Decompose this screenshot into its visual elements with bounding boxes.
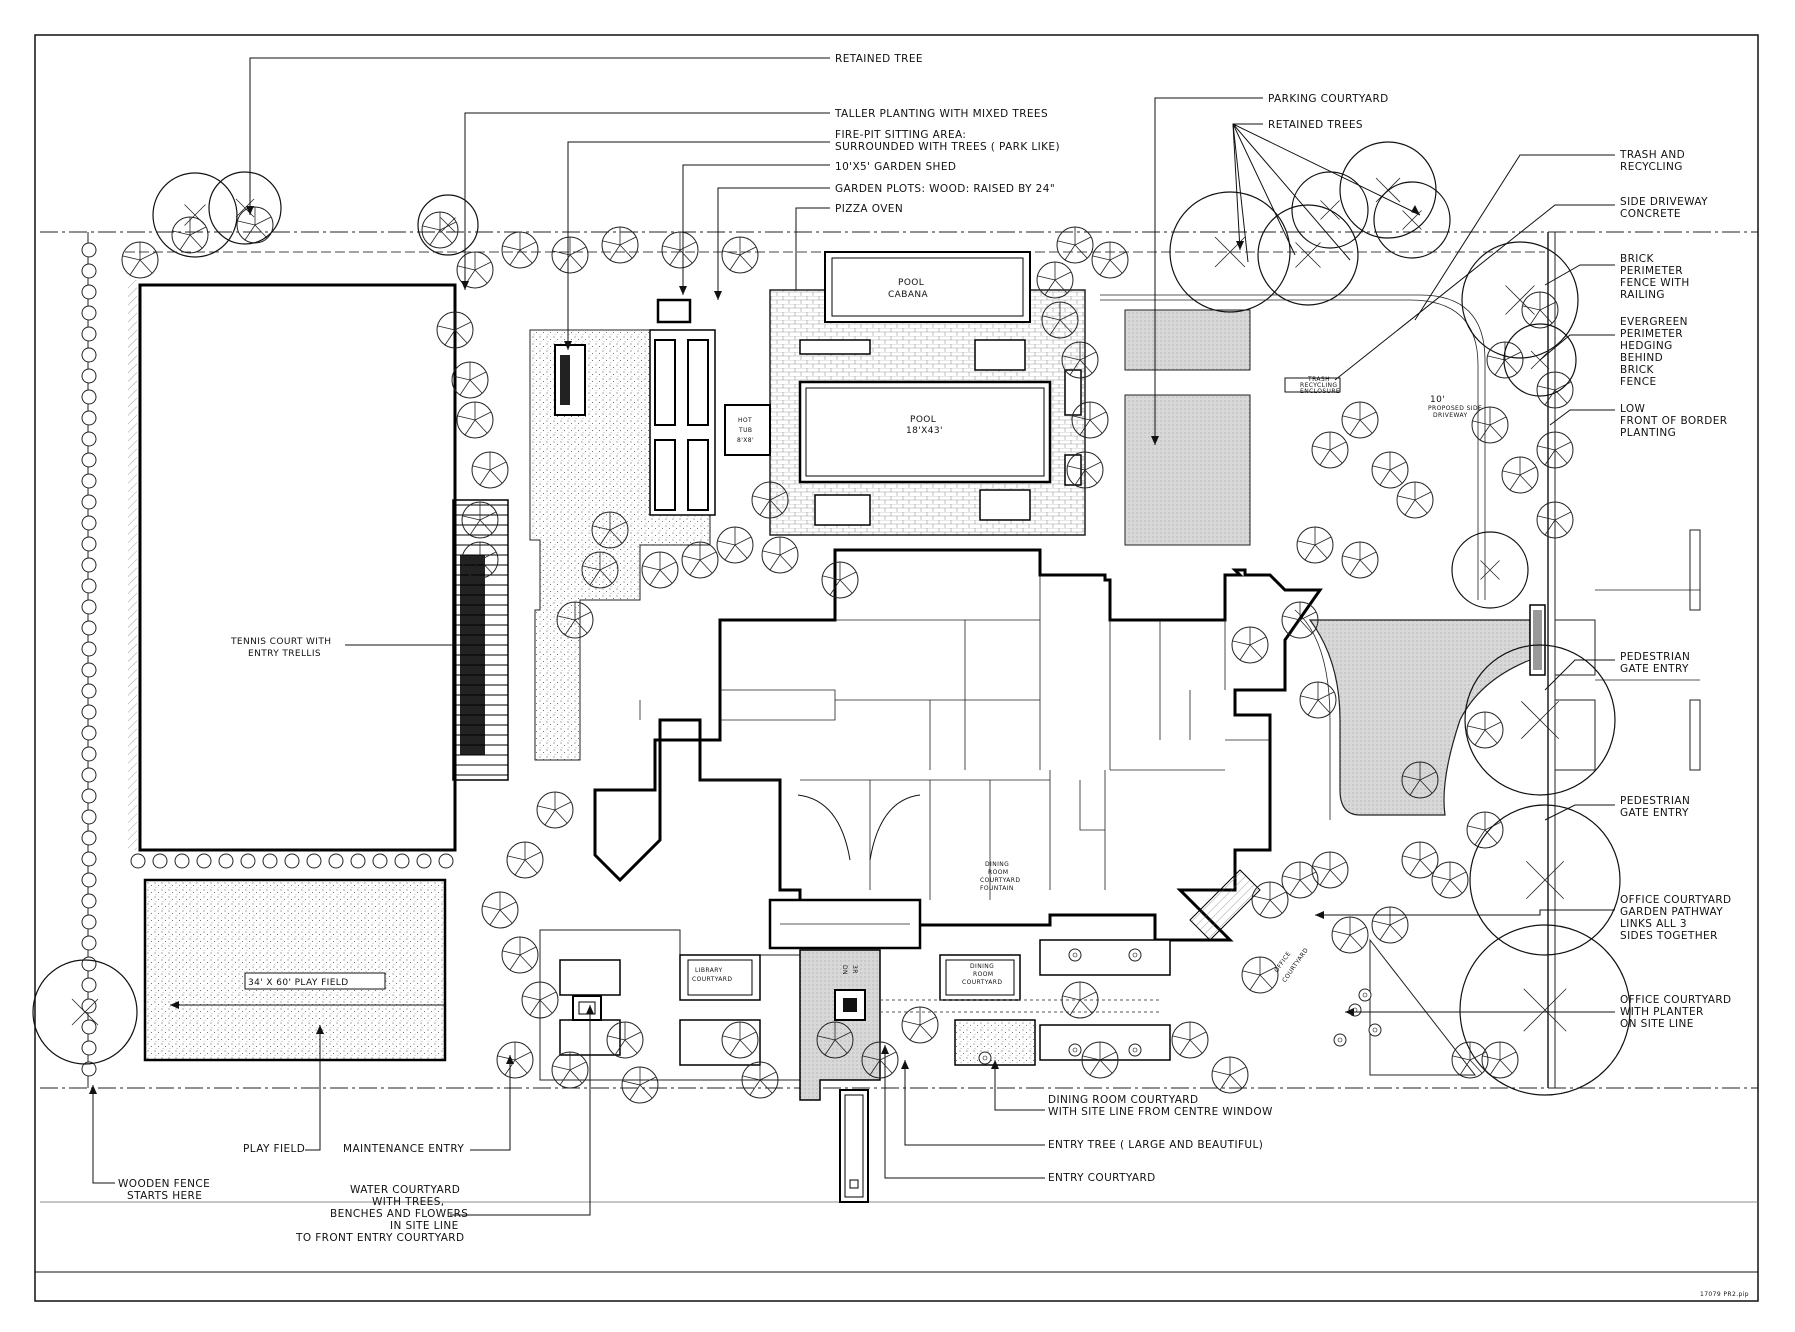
callout-entry-tree: ENTRY TREE ( LARGE AND BEAUTIFUL) [1048, 1139, 1263, 1151]
callout-office-path-4: SIDES TOGETHER [1620, 930, 1718, 942]
callout-dining-courtyard: DINING ROOM COURTYARD [1048, 1094, 1198, 1106]
entry-trellis [452, 499, 509, 781]
callout-office-planter-3: ON SITE LINE [1620, 1018, 1694, 1030]
callout-pizza-oven: PIZZA OVEN [835, 203, 903, 215]
trash-enclosure-label: TRASH [1307, 376, 1330, 383]
callout-trash-2: RECYCLING [1620, 161, 1683, 173]
callout-ped-gate-1-2: GATE ENTRY [1620, 663, 1689, 675]
dining-fountain-label: DINING [985, 861, 1009, 868]
pool-cabana-label: POOL [898, 278, 924, 288]
callout-brick-fence-3: FENCE WITH [1620, 277, 1690, 289]
callout-ped-gate-2-2: GATE ENTRY [1620, 807, 1689, 819]
callout-water-courtyard-3: BENCHES AND FLOWERS [330, 1208, 468, 1220]
garden-plots [649, 291, 809, 516]
callout-maintenance-entry: MAINTENANCE ENTRY [343, 1143, 464, 1155]
hot-tub-dimension: 8'X8' [737, 437, 754, 444]
callout-garden-shed: 10'X5' GARDEN SHED [835, 161, 956, 173]
callout-evergreen-2: PERIMETER [1620, 328, 1683, 340]
tennis-court-label: TENNIS COURT WITH [230, 637, 331, 647]
east-gate-walls [1529, 529, 1701, 771]
callout-fire-pit-2: SURROUNDED WITH TREES ( PARK LIKE) [835, 141, 1060, 153]
callout-evergreen: EVERGREEN [1620, 316, 1688, 328]
callout-garden-plots: GARDEN PLOTS: WOOD: RAISED BY 24" [835, 183, 1055, 195]
dining-plan-label-3: COURTYARD [962, 979, 1002, 986]
callout-ped-gate-2: PEDESTRIAN [1620, 795, 1690, 807]
callout-evergreen-6: FENCE [1620, 376, 1657, 388]
play-field [143, 878, 447, 1062]
callout-low-3: PLANTING [1620, 427, 1676, 439]
pool [798, 380, 1052, 484]
callout-ped-gate-1: PEDESTRIAN [1620, 651, 1690, 663]
hot-tub [724, 404, 771, 456]
dining-fountain-label-2: ROOM [988, 869, 1008, 876]
retained-trees [32, 141, 1631, 1096]
callout-water-courtyard-2: WITH TREES, [372, 1196, 445, 1208]
hot-tub-label-2: TUB [738, 427, 752, 434]
callout-dining-courtyard-2: WITH SITE LINE FROM CENTRE WINDOW [1048, 1106, 1273, 1118]
proposed-driveway-label: PROPOSED SIDE [1428, 405, 1482, 412]
callout-office-path: OFFICE COURTYARD [1620, 894, 1732, 906]
pool-cabana [824, 251, 1031, 323]
callout-low: LOW [1620, 403, 1646, 415]
parking-courtyard: TRASH RECYCLING ENCLOSURE 10' PROPOSED S… [1100, 294, 1531, 820]
callout-labels: RETAINED TREE TALLER PLANTING WITH MIXED… [118, 53, 1749, 1298]
west-hedge [81, 242, 97, 1077]
callout-brick-fence-2: PERIMETER [1620, 265, 1683, 277]
tennis-court-label-2: ENTRY TRELLIS [248, 649, 321, 659]
callout-trash: TRASH AND [1619, 149, 1685, 161]
callout-retained-trees: RETAINED TREES [1268, 119, 1363, 131]
tennis-court [138, 283, 457, 852]
callout-retained-tree: RETAINED TREE [835, 53, 923, 65]
pool-label: POOL [910, 415, 936, 425]
dining-fountain-label-3: COURTYARD [980, 877, 1020, 884]
library-label-2: COURTYARD [692, 976, 732, 983]
trash-enclosure-label-2: RECYCLING [1300, 382, 1337, 389]
library-label: LIBRARY [695, 967, 723, 974]
dining-fountain-label-4: FOUNTAIN [980, 885, 1014, 892]
callout-office-path-3: LINKS ALL 3 [1620, 918, 1687, 930]
proposed-driveway-label-2: DRIVEWAY [1433, 412, 1468, 419]
callout-side-driveway-2: CONCRETE [1620, 208, 1681, 220]
play-field-dimension: 34' X 60' PLAY FIELD [248, 978, 349, 988]
hot-tub-label: HOT [738, 417, 752, 424]
front-courtyards: LIBRARY COURTYARD DN 3R DINING ROOM COUR… [539, 869, 1477, 1203]
pool-cabana-label-2: CABANA [888, 290, 929, 300]
callout-play-field: PLAY FIELD [243, 1143, 305, 1155]
callout-brick-fence-4: RAILING [1620, 289, 1665, 301]
dining-plan-label: DINING [970, 963, 994, 970]
callout-wooden-fence-2: STARTS HERE [127, 1190, 202, 1202]
callout-office-path-2: GARDEN PATHWAY [1620, 906, 1723, 918]
callout-water-courtyard-5: TO FRONT ENTRY COURTYARD [295, 1232, 465, 1244]
leader-arrowheads [89, 205, 1420, 1094]
trash-enclosure-label-3: ENCLOSURE [1300, 388, 1340, 395]
entry-mark: DN [841, 965, 848, 975]
callout-low-2: FRONT OF BORDER [1620, 415, 1727, 427]
pool-furniture [799, 339, 1082, 526]
entry-mark-2: 3R [851, 965, 858, 974]
callout-evergreen-4: BEHIND [1620, 352, 1663, 364]
sheet-reference: 17079 PR2.pip [1700, 1291, 1749, 1298]
leader-lines [92, 57, 1615, 1216]
callout-entry-courtyard: ENTRY COURTYARD [1048, 1172, 1156, 1184]
pool-dimension: 18'X43' [906, 426, 943, 436]
callout-brick-fence: BRICK [1620, 253, 1655, 265]
callout-office-planter-2: WITH PLANTER [1620, 1006, 1704, 1018]
callout-office-planter: OFFICE COURTYARD [1620, 994, 1732, 1006]
callout-parking-courtyard: PARKING COURTYARD [1268, 93, 1389, 105]
dining-plan-label-2: ROOM [973, 971, 993, 978]
callout-fire-pit: FIRE-PIT SITTING AREA: [835, 129, 966, 141]
callout-taller-planting: TALLER PLANTING WITH MIXED TREES [834, 108, 1048, 120]
callout-water-courtyard-4: IN SITE LINE [390, 1220, 459, 1232]
house-footprint [593, 548, 1323, 950]
callout-wooden-fence: WOODEN FENCE [118, 1178, 210, 1190]
sheet-border [34, 34, 1759, 1302]
driveway-dimension: 10' [1430, 395, 1445, 405]
tennis-hedge [130, 853, 454, 869]
callout-side-driveway: SIDE DRIVEWAY [1620, 196, 1708, 208]
callout-evergreen-3: HEDGING [1620, 340, 1673, 352]
callout-water-courtyard: WATER COURTYARD [350, 1184, 460, 1196]
callout-evergreen-5: BRICK [1620, 364, 1655, 376]
